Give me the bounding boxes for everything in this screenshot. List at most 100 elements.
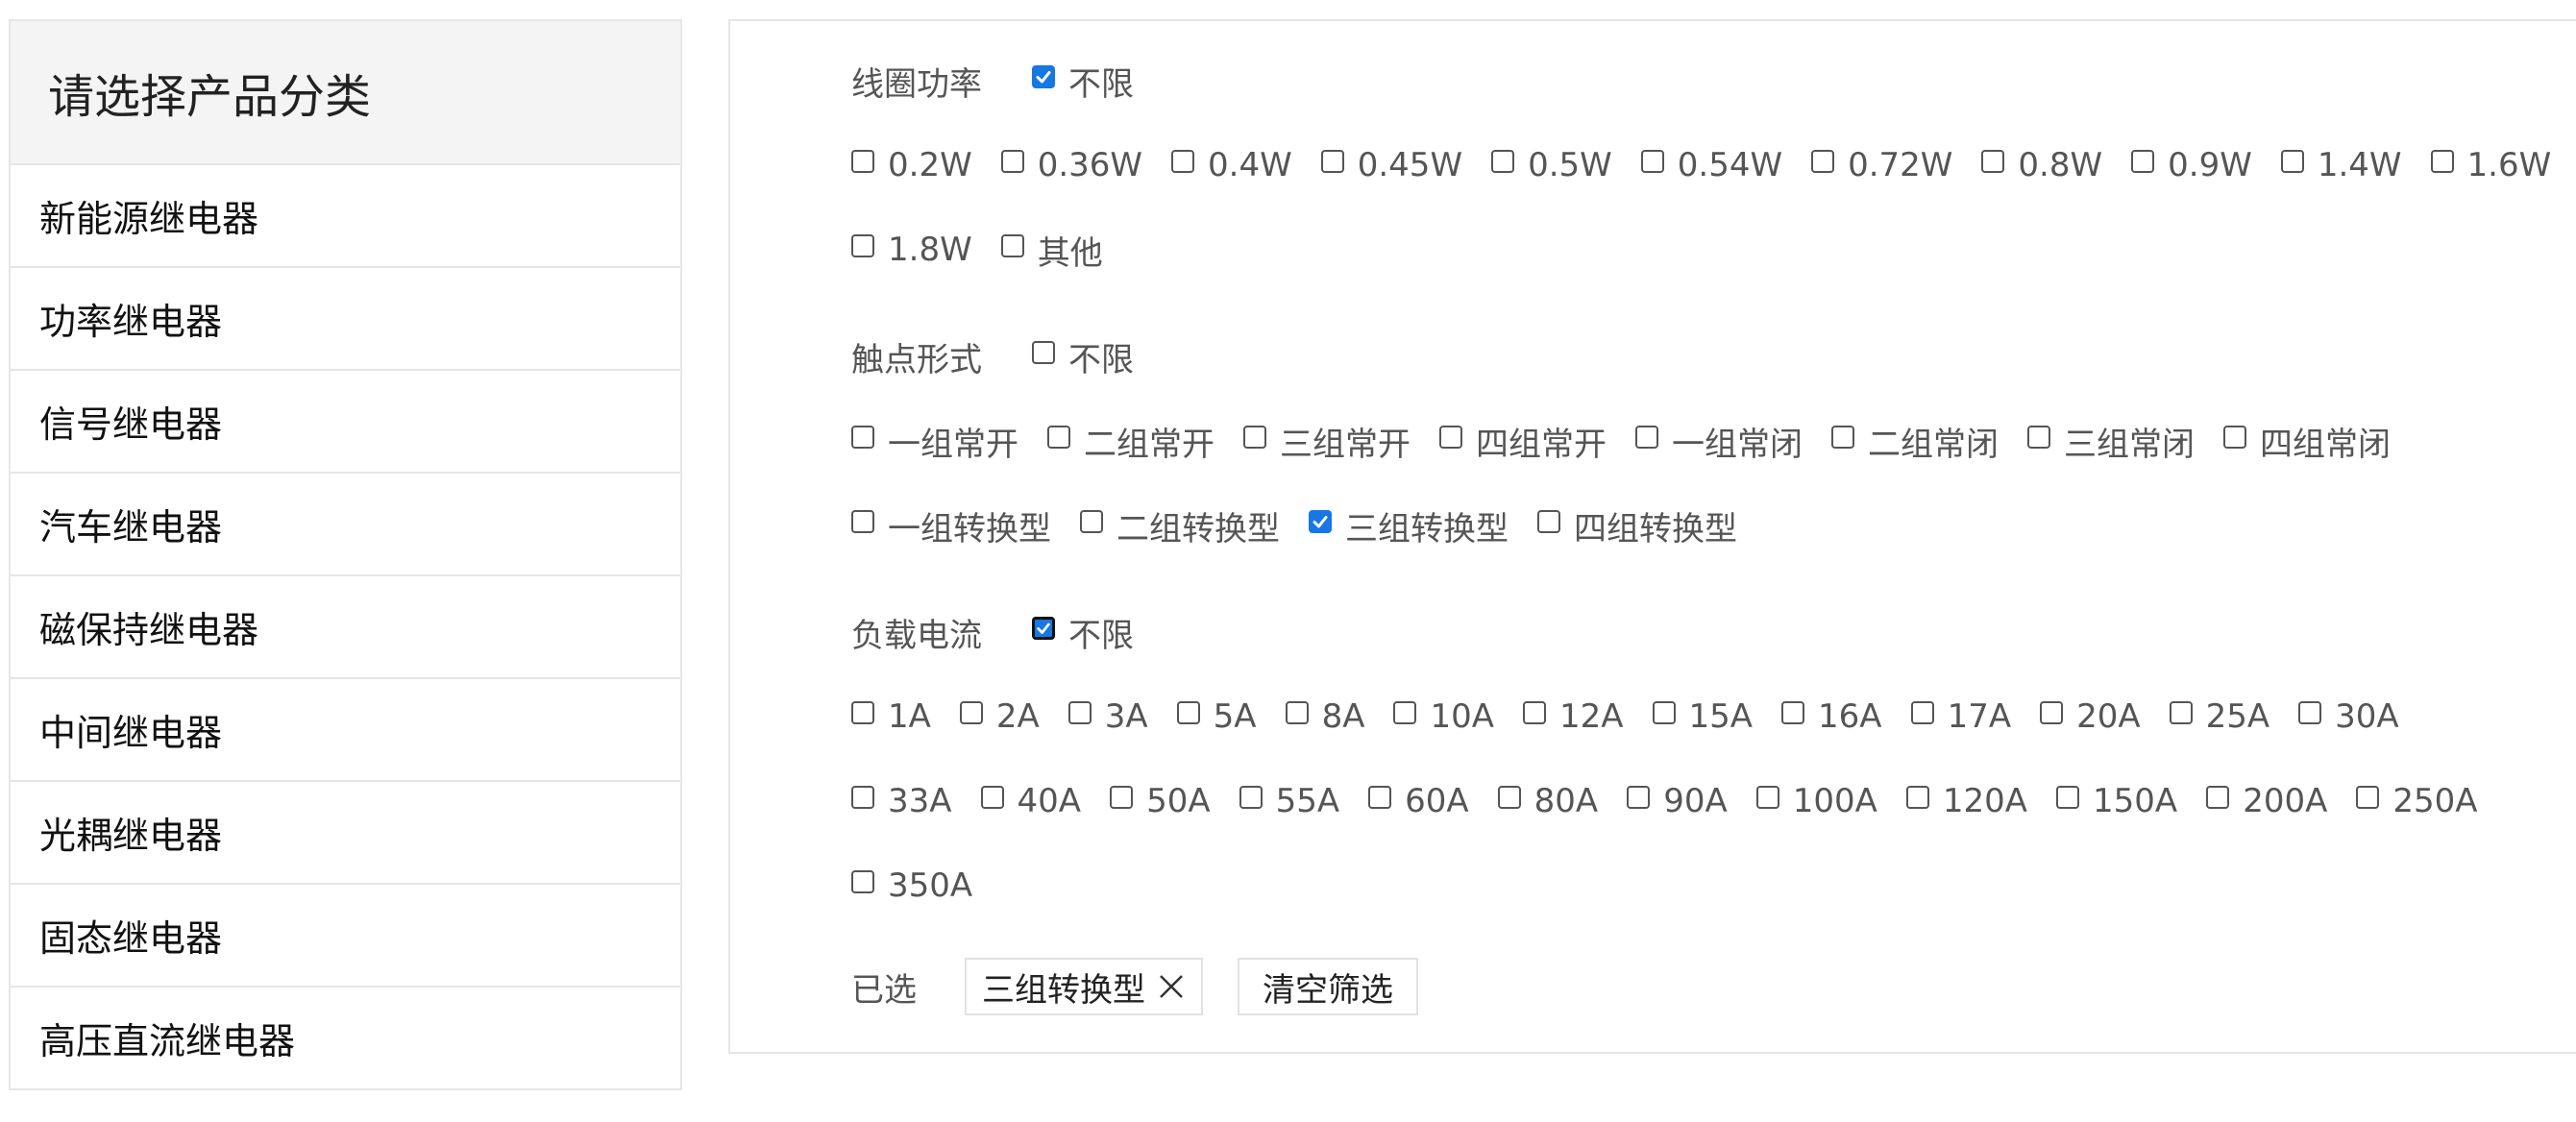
checkbox-icon[interactable] <box>851 150 874 173</box>
clear-filters-button[interactable]: 清空筛选 <box>1238 958 1418 1015</box>
checkbox-icon[interactable] <box>1905 786 1929 809</box>
filter-option[interactable]: 二组转换型 <box>1080 502 1280 549</box>
filter-option[interactable]: 3A <box>1067 697 1148 736</box>
filter-option[interactable]: 三组常开 <box>1243 418 1411 465</box>
checkbox-icon[interactable] <box>851 426 874 449</box>
filter-option[interactable]: 80A <box>1497 782 1598 820</box>
filter-option[interactable]: 2A <box>959 697 1040 736</box>
filter-option[interactable]: 1.6W <box>2430 146 2551 184</box>
filter-option[interactable]: 1.8W <box>851 231 972 269</box>
filter-option[interactable]: 四组转换型 <box>1537 502 1737 549</box>
checkbox-icon[interactable] <box>2027 426 2050 449</box>
checkbox-icon[interactable] <box>1537 510 1560 533</box>
filter-option[interactable]: 一组转换型 <box>851 502 1051 549</box>
sidebar-item-hv-dc-relay[interactable]: 高压直流继电器 <box>11 988 680 1090</box>
filter-option[interactable]: 8A <box>1285 697 1364 736</box>
sidebar-item-latching-relay[interactable]: 磁保持继电器 <box>11 576 680 679</box>
checkbox-icon[interactable] <box>851 870 874 893</box>
filter-option[interactable]: 0.72W <box>1811 146 1952 184</box>
filter-option[interactable]: 1A <box>851 697 931 736</box>
filter-option[interactable]: 33A <box>851 782 952 820</box>
checkbox-icon[interactable] <box>1755 786 1779 809</box>
filter-option[interactable]: 0.45W <box>1320 146 1462 184</box>
filter-option[interactable]: 0.2W <box>851 146 972 184</box>
checkbox-icon[interactable] <box>2280 150 2304 173</box>
filter-option[interactable]: 90A <box>1627 782 1728 820</box>
checkbox-icon[interactable] <box>1981 150 2005 173</box>
filter-option[interactable]: 其他 <box>1000 227 1103 274</box>
checkbox-icon[interactable] <box>1080 510 1103 533</box>
checkbox-icon[interactable] <box>1176 701 1200 724</box>
load-current-unlimited-option[interactable]: 不限 <box>1032 609 1134 656</box>
checkbox-checked-icon[interactable] <box>1032 617 1055 640</box>
filter-option[interactable]: 0.8W <box>1981 146 2102 184</box>
checkbox-icon[interactable] <box>1243 426 1266 449</box>
checkbox-icon[interactable] <box>2040 701 2064 724</box>
checkbox-icon[interactable] <box>2056 786 2080 809</box>
contact-form-unlimited-option[interactable]: 不限 <box>1032 333 1134 380</box>
filter-option[interactable]: 一组常开 <box>851 418 1018 465</box>
checkbox-icon[interactable] <box>851 786 874 809</box>
filter-option[interactable]: 60A <box>1368 782 1469 820</box>
checkbox-icon[interactable] <box>1171 150 1195 173</box>
checkbox-icon[interactable] <box>1640 150 1664 173</box>
checkbox-icon[interactable] <box>851 234 874 257</box>
filter-option[interactable]: 0.9W <box>2131 146 2252 184</box>
filter-option[interactable]: 0.54W <box>1640 146 1782 184</box>
filter-option[interactable]: 1.4W <box>2280 146 2402 184</box>
checkbox-icon[interactable] <box>1067 701 1092 724</box>
checkbox-icon[interactable] <box>1831 426 1854 449</box>
checkbox-icon[interactable] <box>1110 786 1134 809</box>
checkbox-icon[interactable] <box>1239 786 1263 809</box>
sidebar-item-solid-state-relay[interactable]: 固态继电器 <box>11 885 680 988</box>
checkbox-icon[interactable] <box>1393 701 1417 724</box>
checkbox-icon[interactable] <box>1910 701 1934 724</box>
filter-option[interactable]: 150A <box>2056 782 2177 820</box>
filter-option[interactable]: 25A <box>2169 697 2269 736</box>
filter-option[interactable]: 16A <box>1781 697 1882 736</box>
filter-option[interactable]: 20A <box>2040 697 2141 736</box>
sidebar-item-power-relay[interactable]: 功率继电器 <box>11 268 680 371</box>
checkbox-icon[interactable] <box>2356 786 2380 809</box>
filter-option[interactable]: 200A <box>2206 782 2327 820</box>
sidebar-item-intermediate-relay[interactable]: 中间继电器 <box>11 679 680 782</box>
checkbox-icon[interactable] <box>1652 701 1676 724</box>
checkbox-icon[interactable] <box>1000 150 1024 173</box>
checkbox-icon[interactable] <box>980 786 1004 809</box>
checkbox-checked-icon[interactable] <box>1309 510 1332 533</box>
filter-option[interactable]: 12A <box>1522 697 1624 736</box>
checkbox-icon[interactable] <box>1497 786 1521 809</box>
filter-option[interactable]: 55A <box>1239 782 1339 820</box>
checkbox-icon[interactable] <box>1491 150 1515 173</box>
checkbox-icon[interactable] <box>1368 786 1392 809</box>
filter-option[interactable]: 100A <box>1755 782 1877 820</box>
sidebar-item-optocoupler-relay[interactable]: 光耦继电器 <box>11 782 680 885</box>
filter-option[interactable]: 三组常闭 <box>2027 418 2195 465</box>
checkbox-icon[interactable] <box>959 701 983 724</box>
checkbox-icon[interactable] <box>1047 426 1070 449</box>
coil-power-unlimited-option[interactable]: 不限 <box>1032 58 1134 105</box>
filter-option[interactable]: 二组常开 <box>1047 418 1214 465</box>
filter-option[interactable]: 250A <box>2356 782 2478 820</box>
checkbox-icon[interactable] <box>2131 150 2155 173</box>
checkbox-icon[interactable] <box>1285 701 1309 724</box>
filter-option[interactable]: 三组转换型 <box>1309 502 1509 549</box>
checkbox-icon[interactable] <box>1000 234 1024 257</box>
filter-option[interactable]: 四组常闭 <box>2223 418 2391 465</box>
filter-option[interactable]: 10A <box>1393 697 1494 736</box>
close-icon[interactable] <box>1157 972 1186 1001</box>
checkbox-icon[interactable] <box>1627 786 1651 809</box>
checkbox-icon[interactable] <box>1781 701 1805 724</box>
checkbox-icon[interactable] <box>851 510 874 533</box>
filter-option[interactable]: 一组常闭 <box>1635 418 1803 465</box>
checkbox-icon[interactable] <box>851 701 874 724</box>
sidebar-item-automotive-relay[interactable]: 汽车继电器 <box>11 474 680 576</box>
sidebar-item-signal-relay[interactable]: 信号继电器 <box>11 371 680 474</box>
checkbox-icon[interactable] <box>1320 150 1344 173</box>
filter-option[interactable]: 50A <box>1110 782 1211 820</box>
filter-option[interactable]: 二组常闭 <box>1831 418 1999 465</box>
filter-option[interactable]: 350A <box>851 866 972 905</box>
checkbox-icon[interactable] <box>2298 701 2322 724</box>
checkbox-icon[interactable] <box>1032 341 1055 364</box>
checkbox-icon[interactable] <box>2206 786 2230 809</box>
